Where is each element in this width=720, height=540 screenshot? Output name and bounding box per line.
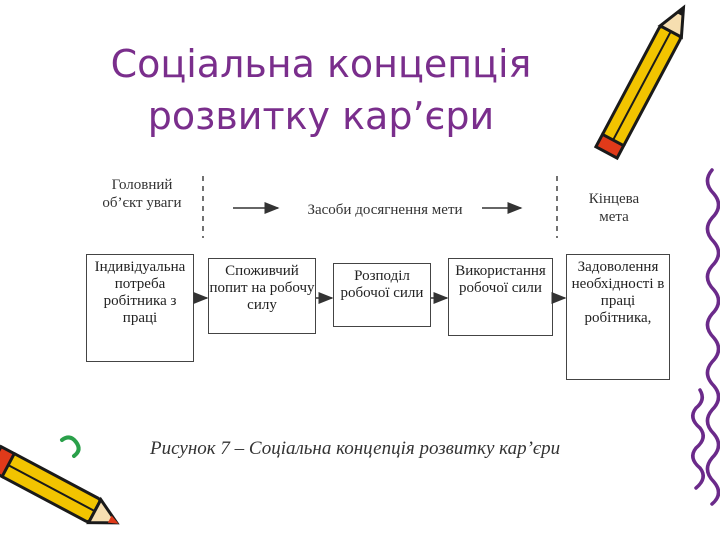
pencil-icon — [593, 4, 686, 161]
header-means: Засоби досягнення мети — [307, 202, 463, 218]
box-labor-usage: Використання робочої сили — [448, 258, 553, 336]
box-satisfaction: Задоволення необхідності в праці робітни… — [566, 254, 670, 380]
header-final-goal: Кінцева мета — [588, 191, 640, 225]
slide-title-line-2: розвитку кар’єри — [147, 94, 495, 138]
squiggle-border — [691, 168, 720, 506]
pencil-icon — [0, 444, 120, 525]
squiggle-green — [60, 435, 81, 458]
box-labor-distribution: Розподіл робочої сили — [333, 263, 431, 327]
slide-title-line-1: Соціальна концепція — [110, 42, 532, 86]
header-main-object: Головний об’єкт уваги — [102, 177, 182, 211]
figure-caption: Рисунок 7 – Соціальна концепція розвитку… — [150, 438, 561, 459]
box-individual-need: Індивідуальна потреба робітника з праці — [86, 254, 194, 362]
box-consumer-demand: Споживчий попит на робочу силу — [208, 258, 316, 334]
